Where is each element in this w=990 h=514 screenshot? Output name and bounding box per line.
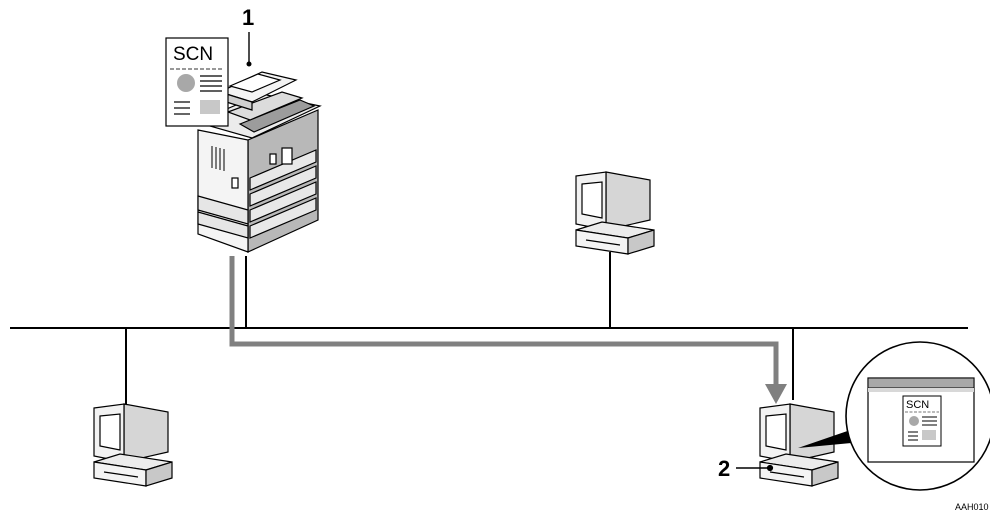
callout-client: 2: [718, 456, 768, 481]
desktop-computer-icon: [575, 171, 655, 255]
viewer-document-icon: SCN: [902, 395, 942, 447]
callout-2-label: 2: [718, 456, 730, 481]
figure-code: AAH010: [955, 502, 989, 512]
viewer-document-label: SCN: [906, 399, 929, 411]
scan-flow-arrow: [229, 256, 787, 404]
callout-1-label: 1: [242, 5, 254, 30]
desktop-computer-icon: [93, 403, 173, 487]
callout-scanner: 1: [242, 5, 254, 67]
network-lines: [10, 252, 968, 405]
multifunction-printer-icon: [194, 71, 322, 253]
magnified-screen-icon: SCN: [798, 341, 990, 491]
document-label: SCN: [173, 44, 213, 65]
scanned-document-icon: SCN: [165, 37, 229, 127]
